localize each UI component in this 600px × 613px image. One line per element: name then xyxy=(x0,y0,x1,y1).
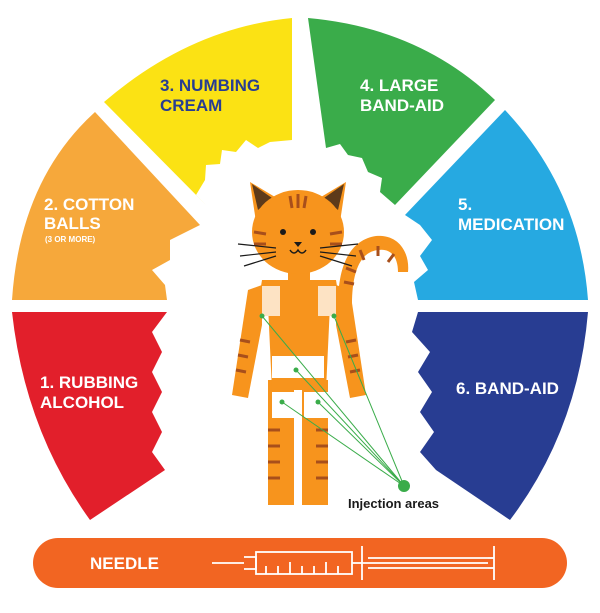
cat-tail-stripe xyxy=(343,246,396,286)
segment-label-line: 6. BAND-AID xyxy=(456,379,559,398)
segment-label-line: BALLS xyxy=(44,214,101,233)
injection-dot xyxy=(259,313,265,319)
segment-band-aid xyxy=(412,312,588,520)
segment-label-line: CREAM xyxy=(160,96,222,115)
injection-line xyxy=(333,315,405,487)
injection-line xyxy=(295,369,405,487)
segment-sublabel-cotton-balls: (3 OR MORE) xyxy=(45,235,96,244)
injection-dot xyxy=(315,399,321,405)
segment-label-medication: 5. MEDICATION xyxy=(458,195,564,234)
injection-line xyxy=(281,401,405,487)
cat-shoulder-right xyxy=(318,286,336,316)
cat-whiskers xyxy=(237,243,359,267)
cat-eye-right xyxy=(310,229,316,235)
segment-label-cotton-balls: 2. COTTON BALLS xyxy=(44,195,139,233)
injection-pointers xyxy=(261,315,405,487)
segment-label-line: MEDICATION xyxy=(458,215,564,234)
cat-ear-right-inner xyxy=(324,184,344,210)
segment-label-large-band-aid: 4. LARGE BAND-AID xyxy=(360,76,444,115)
cat-tail xyxy=(338,235,409,305)
segment-label-line: 5. xyxy=(458,195,472,214)
segment-large-band-aid xyxy=(308,18,495,205)
segment-medication xyxy=(405,110,588,300)
cat-thigh-patch-right xyxy=(304,392,328,418)
cat-ear-left-inner xyxy=(252,184,272,210)
segment-cotton-balls xyxy=(12,112,200,300)
segment-label-line: 3. NUMBING xyxy=(160,76,260,95)
cat-head xyxy=(252,190,344,274)
segment-label-band-aid: 6. BAND-AID xyxy=(456,379,559,398)
cat-mouth xyxy=(289,248,307,254)
injection-dots xyxy=(259,313,410,492)
segment-label-rubbing-alcohol: 1. RUBBING ALCOHOL xyxy=(40,373,143,412)
syringe-icon xyxy=(212,546,495,580)
injection-dot xyxy=(331,313,337,319)
cat-head-stripes xyxy=(253,194,343,246)
needle-label: NEEDLE xyxy=(90,554,159,573)
cat-belly-patch xyxy=(272,356,324,378)
injection-dot xyxy=(279,399,285,405)
injection-dot xyxy=(293,367,299,373)
injection-areas-label: Injection areas xyxy=(348,496,439,511)
segment-label-line: 2. COTTON xyxy=(44,195,134,214)
cat-eye-left xyxy=(280,229,286,235)
segment-label-line: BAND-AID xyxy=(360,96,444,115)
injection-line xyxy=(317,401,405,487)
segment-label-line: ALCOHOL xyxy=(40,393,124,412)
segment-rubbing-alcohol xyxy=(12,312,167,520)
cat-illustration xyxy=(232,182,409,505)
segment-label-numbing-cream: 3. NUMBING CREAM xyxy=(160,76,265,115)
cat-nose xyxy=(294,242,302,247)
segment-numbing-cream xyxy=(104,18,292,205)
injection-line xyxy=(261,315,405,487)
cat-thigh-patch-left xyxy=(272,392,296,418)
cat-shoulder-left xyxy=(262,286,280,316)
cat-arm-stripes xyxy=(235,338,361,374)
segment-label-line: 1. RUBBING xyxy=(40,373,138,392)
injection-target-dot xyxy=(398,480,410,492)
needle-bar xyxy=(33,538,567,588)
segment-label-line: 4. LARGE xyxy=(360,76,438,95)
